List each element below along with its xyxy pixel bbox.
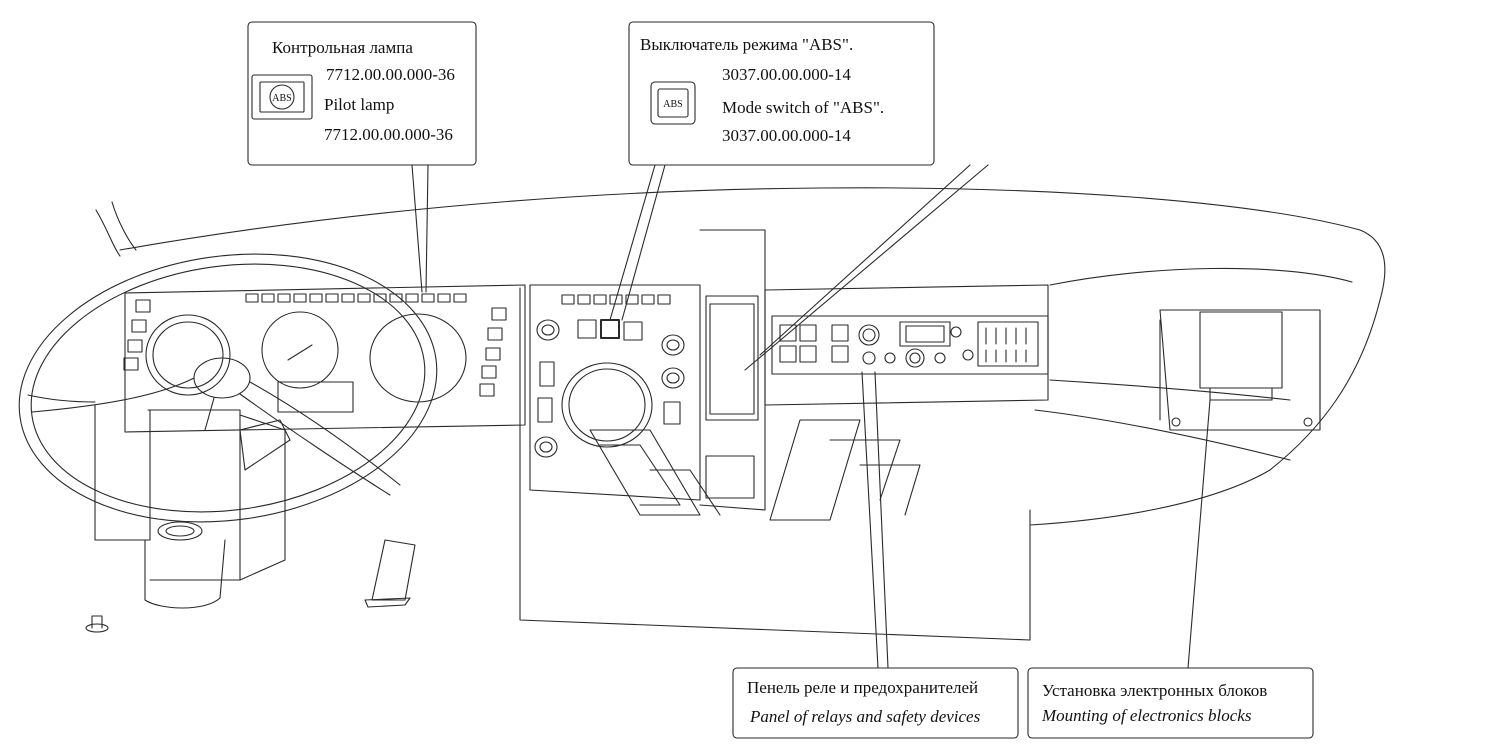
- electronics-title-ru: Установка электронных блоков: [1042, 681, 1267, 700]
- leader-lines: [411, 164, 1211, 669]
- pilot-lamp-code-ru: 7712.00.00.000-36: [326, 65, 455, 84]
- abs-switch-icon: ABS: [650, 81, 696, 125]
- callout-electronics: Установка электронных блоков Mounting of…: [1027, 667, 1314, 739]
- electronics-mount: [1159, 309, 1321, 431]
- callout-relay-panel: Пенель реле и предохранителей Panel of r…: [732, 667, 1019, 739]
- electronics-title-en: Mounting of electronics blocks: [1041, 706, 1252, 725]
- pilot-lamp-icon-label: ABS: [272, 93, 291, 104]
- indicator-row: [245, 293, 467, 303]
- abs-switch-code-ru: 3037.00.00.000-14: [722, 65, 851, 84]
- instrument-cluster: [123, 284, 526, 433]
- center-console: [519, 229, 1031, 641]
- pilot-lamp-title-en: Pilot lamp: [324, 95, 394, 114]
- relay-fuse-panel: [764, 284, 1049, 521]
- relay-panel-title-ru: Пенель реле и предохранителей: [747, 678, 978, 697]
- callout-pilot-lamp: ABS Контрольная лампа 7712.00.00.000-36 …: [247, 21, 477, 166]
- abs-switch-code-en: 3037.00.00.000-14: [722, 126, 851, 145]
- callout-abs-switch: ABS Выключатель режима "ABS". 3037.00.00…: [628, 21, 935, 166]
- pilot-lamp-title-ru: Контрольная лампа: [272, 38, 413, 57]
- abs-switch-icon-label: ABS: [663, 99, 682, 110]
- relay-panel-title-en: Panel of relays and safety devices: [749, 707, 981, 726]
- pilot-lamp-code-en: 7712.00.00.000-36: [324, 125, 453, 144]
- abs-switch-title-en: Mode switch of "ABS".: [722, 98, 884, 117]
- abs-switch-title-ru: Выключатель режима "ABS".: [640, 35, 853, 54]
- abs-pilot-lamp-icon: ABS: [251, 74, 313, 120]
- dashboard-outline: [27, 187, 1386, 526]
